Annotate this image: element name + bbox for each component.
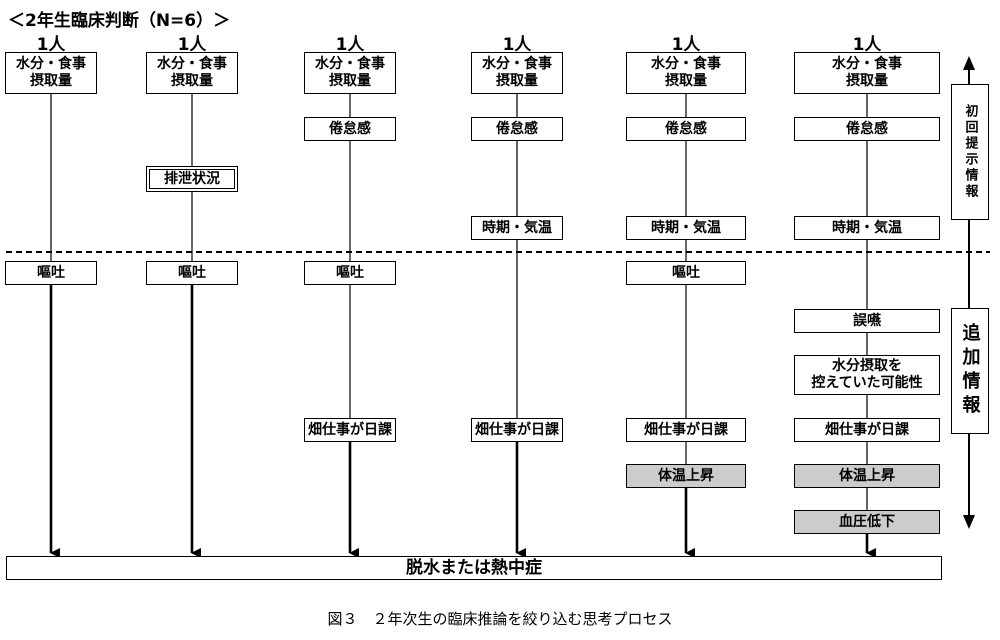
node-fatigue: 倦怠感 (794, 117, 940, 141)
figure-caption: 図３ ２年次生の臨床推論を絞り込む思考プロセス (327, 610, 673, 628)
node-fatigue: 倦怠感 (626, 117, 746, 141)
initial-info-label: 初回提示情報 (951, 84, 989, 220)
node-intake: 水分・食事 摂取量 (304, 52, 396, 94)
node-vomit: 嘔吐 (304, 261, 396, 285)
node-excretion: 排泄状況 (146, 166, 238, 192)
node-vomit: 嘔吐 (146, 261, 238, 285)
column-count-label: 1人 (36, 35, 66, 55)
column-count-label: 1人 (177, 35, 207, 55)
node-fatigue: 倦怠感 (304, 117, 396, 141)
node-vomit: 嘔吐 (626, 261, 746, 285)
node-temp: 体温上昇 (794, 464, 940, 488)
column-count-label: 1人 (335, 35, 365, 55)
node-farm: 畑仕事が日課 (471, 418, 563, 442)
node-intake: 水分・食事 摂取量 (626, 52, 746, 94)
node-season: 時期・気温 (471, 216, 563, 240)
node-farm: 畑仕事が日課 (626, 418, 746, 442)
node-season: 時期・気温 (626, 216, 746, 240)
node-intake: 水分・食事 摂取量 (146, 52, 238, 94)
conclusion-box: 脱水または熱中症 (6, 556, 942, 580)
node-season: 時期・気温 (794, 216, 940, 240)
node-vomit: 嘔吐 (5, 261, 97, 285)
side-arrow-up (963, 56, 975, 70)
column-count-label: 1人 (502, 35, 532, 55)
node-farm: 畑仕事が日課 (794, 418, 940, 442)
node-farm: 畑仕事が日課 (304, 418, 396, 442)
node-intake: 水分・食事 摂取量 (471, 52, 563, 94)
node-restrict: 水分摂取を 控えていた可能性 (794, 355, 940, 395)
diagram-title: ＜2年生臨床判断（N=6）＞ (8, 11, 231, 31)
node-temp: 体温上昇 (626, 464, 746, 488)
side-arrow-down (963, 515, 975, 529)
node-intake: 水分・食事 摂取量 (5, 52, 97, 94)
node-bp: 血圧低下 (794, 510, 940, 534)
column-count-label: 1人 (852, 35, 882, 55)
node-fatigue: 倦怠感 (471, 117, 563, 141)
additional-info-label: 追加情報 (951, 308, 989, 434)
node-intake: 水分・食事 摂取量 (794, 52, 940, 94)
node-aspiration: 誤嚥 (794, 309, 940, 333)
column-count-label: 1人 (671, 35, 701, 55)
